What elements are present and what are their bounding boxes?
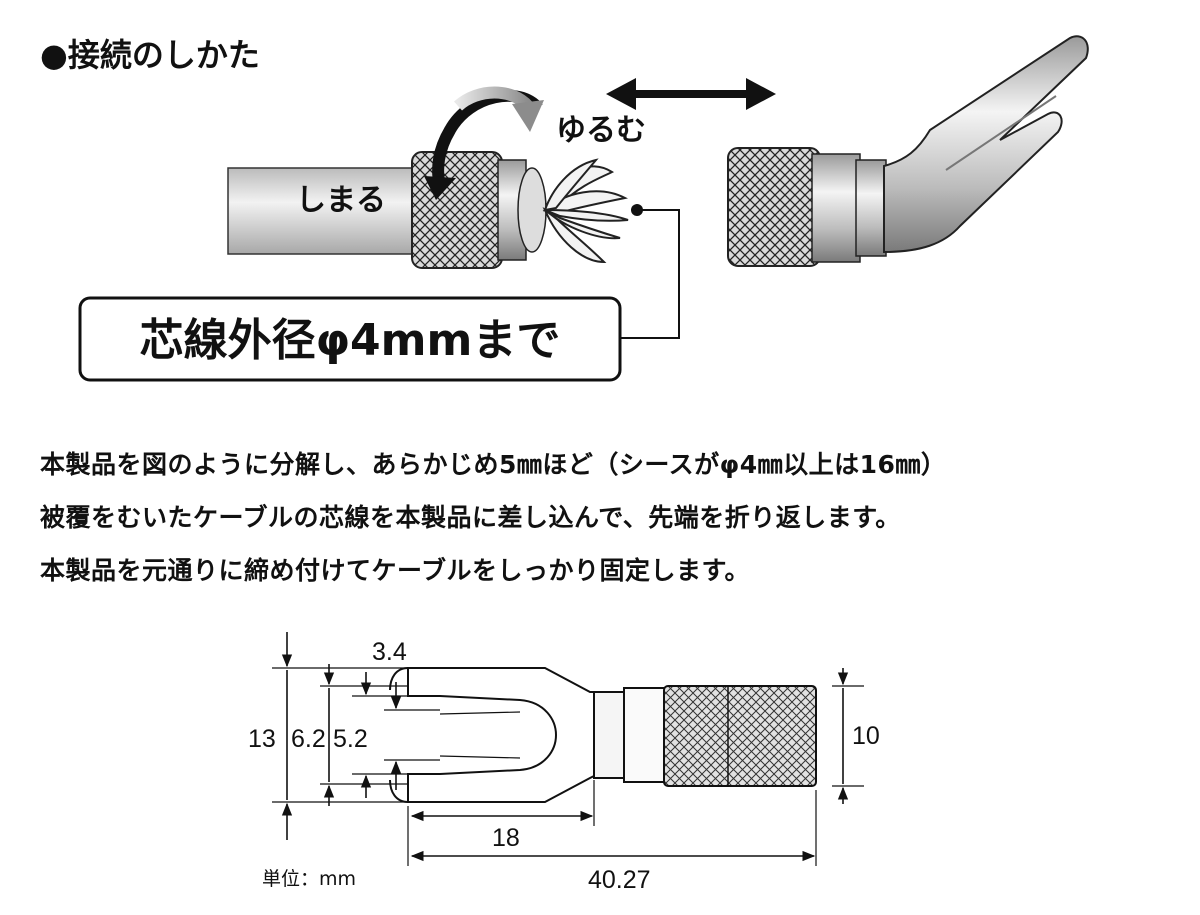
connection-illustration: しまる ゆるむ 芯線外径φ4mmまで: [78, 35, 1089, 382]
wire-strands: [542, 158, 629, 264]
unit-label: 単位：mm: [262, 868, 357, 890]
separate-arrow: [606, 78, 776, 110]
cable: [227, 167, 419, 255]
label-10: 10: [852, 722, 880, 750]
collar-rect: [593, 691, 625, 779]
loosen-label: ゆるむ: [556, 113, 646, 148]
body-sleeve: [811, 153, 861, 263]
label-13: 13: [248, 725, 276, 753]
knurled-body: [727, 147, 821, 267]
fork-outline: [407, 667, 595, 803]
spec-callout-text: 芯線外径φ4mmまで: [140, 315, 561, 366]
knurled-barrel: [663, 685, 817, 787]
callout-line: [620, 209, 680, 339]
label-3-4: 3.4: [372, 638, 407, 666]
body-ring: [855, 159, 887, 257]
tighten-label: しまる: [296, 183, 386, 218]
dimension-drawing: 3.4 13 6.2 5.2 10 18 40.27: [248, 632, 880, 894]
knurled-nut: [411, 151, 503, 269]
label-5-2: 5.2: [333, 725, 368, 753]
section-heading: ●接続のしかた: [40, 36, 260, 74]
instruction-line-1: 本製品を図のように分解し、あらかじめ5㎜ほど（シースがφ4㎜以上は16㎜）: [40, 450, 947, 479]
loosen-arrow: [453, 86, 533, 111]
label-40-27: 40.27: [588, 866, 651, 894]
instruction-line-3: 本製品を元通りに締め付けてケーブルをしっかり固定します。: [40, 556, 751, 585]
label-6-2: 6.2: [291, 725, 326, 753]
spec-callout: [78, 296, 622, 382]
instruction-line-2: 被覆をむいたケーブルの芯線を本製品に差し込んで、先端を折り返します。: [40, 503, 901, 532]
label-18: 18: [492, 824, 520, 852]
